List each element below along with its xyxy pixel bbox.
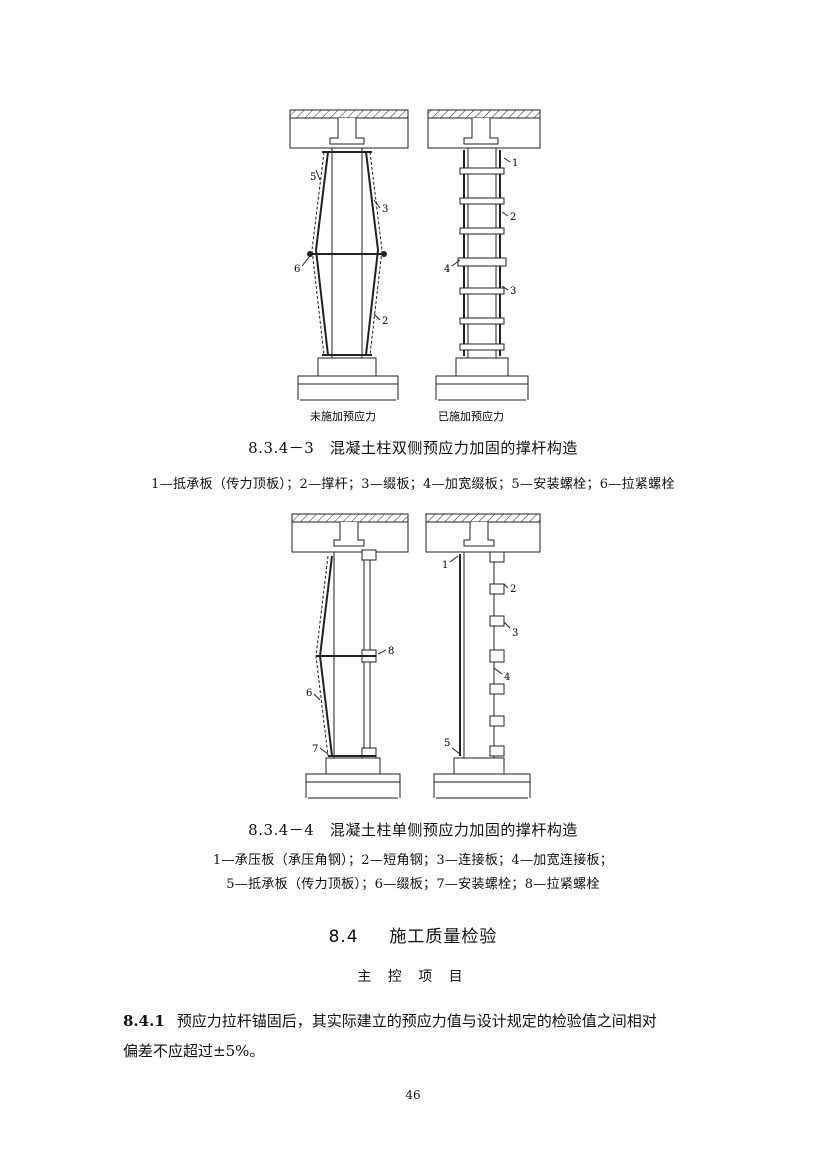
figure1-caption: 8.3.4－3 混凝土柱双侧预应力加固的撑杆构造 [248, 439, 578, 457]
callout-2: 2 [510, 212, 516, 223]
callout-3: 3 [510, 286, 516, 297]
callout-7: 7 [312, 744, 318, 755]
callout-2: 2 [510, 584, 516, 595]
figure2-caption: 8.3.4－4 混凝土柱单侧预应力加固的撑杆构造 [248, 821, 578, 839]
figure-single-sided-prestress-strut: 8 6 7 1 2 3 4 5 [291, 513, 541, 799]
figure1-legend: 1—抵承板（传力顶板）；2—撑杆；3—缀板；4—加宽缀板；5—安装螺栓；6—拉紧… [151, 477, 675, 492]
callout-2: 2 [382, 316, 388, 327]
figure-double-sided-prestress-strut: 5 3 6 2 未施加预应力 1 2 4 3 已施加预应力 [289, 109, 541, 423]
clause-text-line2: 偏差不应超过±5%。 [123, 1042, 265, 1060]
panel-right-label: 已施加预应力 [438, 409, 504, 423]
section-heading: 8.4 施工质量检验 [0, 922, 826, 947]
callout-1: 1 [512, 158, 518, 169]
panel-unstressed: 5 3 6 2 未施加预应力 [289, 109, 409, 423]
callout-6: 6 [294, 264, 300, 275]
callout-4: 4 [504, 672, 510, 683]
figure2-legend-line1: 1—承压板（承压角钢）；2—短角钢；3—连接板；4—加宽连接板； [212, 853, 614, 868]
callout-3: 3 [382, 204, 388, 215]
section-number: 8.4 [328, 927, 359, 947]
clause-8-4-1: 8.4.1 预应力拉杆锚固后，其实际建立的预应力值与设计规定的检验值之间相对 偏差… [123, 1006, 723, 1066]
callout-3: 3 [512, 628, 518, 639]
callout-5: 5 [310, 172, 316, 183]
callout-5: 5 [444, 738, 450, 749]
figure2-legend-line2: 5—抵承板（传力顶板）；6—缀板；7—安装螺栓；8—拉紧螺栓 [226, 877, 600, 892]
panel-single-unstressed: 8 6 7 [291, 513, 409, 799]
callout-4: 4 [444, 264, 450, 275]
panel-single-stressed: 1 2 3 4 5 [425, 513, 541, 799]
callout-6: 6 [306, 688, 312, 699]
callout-1: 1 [442, 560, 448, 571]
panel-stressed: 1 2 4 3 已施加预应力 [427, 109, 541, 423]
clause-text-line1: 预应力拉杆锚固后，其实际建立的预应力值与设计规定的检验值之间相对 [176, 1012, 657, 1030]
section-title: 施工质量检验 [389, 927, 498, 947]
page-number: 46 [405, 1088, 421, 1102]
panel-left-label: 未施加预应力 [310, 409, 376, 423]
clause-number: 8.4.1 [123, 1012, 165, 1030]
callout-8: 8 [388, 646, 394, 657]
subsection-heading: 主 控 项 目 [357, 969, 469, 985]
